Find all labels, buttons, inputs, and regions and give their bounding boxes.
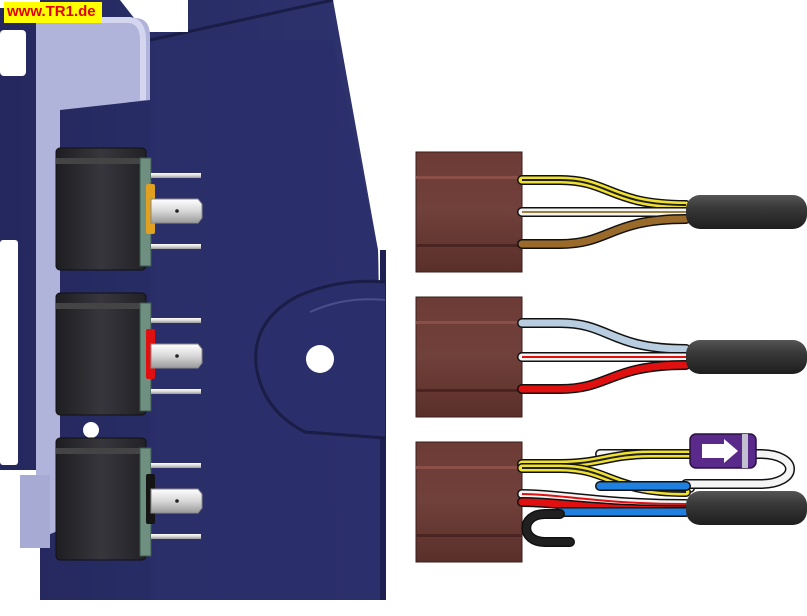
- harness-yellow-red-blue-black: [415, 433, 807, 563]
- cable-jacket: [686, 195, 807, 229]
- wire: [596, 450, 794, 488]
- relay-body: [55, 437, 147, 561]
- connector-ridge: [416, 466, 522, 469]
- mounting-rail: [20, 17, 150, 548]
- relay: [55, 437, 203, 561]
- relay-pin: [151, 173, 201, 178]
- watermark-text: www.TR1.de: [4, 2, 102, 23]
- wire: [518, 215, 690, 248]
- connector-block: [415, 441, 523, 563]
- relay: [55, 147, 203, 271]
- relay-body: [55, 147, 147, 271]
- blade-dot: [175, 209, 179, 213]
- connector-ridge: [416, 389, 522, 392]
- arrow-right-icon: [702, 439, 738, 463]
- wire: [518, 319, 690, 353]
- cable-jacket: [686, 491, 807, 525]
- blade-dot: [175, 354, 179, 358]
- relay-body: [55, 292, 147, 416]
- connector-ridge: [416, 534, 522, 537]
- bracket-ring: [254, 279, 386, 440]
- wire-stripe: [521, 493, 687, 505]
- cable-jacket: [686, 340, 807, 374]
- relay-pin: [151, 318, 201, 323]
- harness-yellow-white-brown: [415, 151, 807, 273]
- diode-icon: [689, 433, 757, 469]
- relay-pin: [151, 389, 201, 394]
- relay-column: [55, 147, 203, 561]
- harness-lightblue-white-red: [415, 296, 807, 418]
- diode-cathode-band: [742, 434, 748, 468]
- wire-stripe: [522, 179, 687, 206]
- wire: [518, 361, 690, 393]
- connector-ridge: [416, 176, 522, 179]
- relay-pin: [151, 534, 201, 539]
- connector-ridge: [416, 244, 522, 247]
- relay-edge: [56, 303, 146, 309]
- connector-ridge: [416, 321, 522, 324]
- relay-pin: [151, 463, 201, 468]
- harness-column: [415, 151, 807, 563]
- relay-pin: [151, 244, 201, 249]
- blade-dot: [175, 499, 179, 503]
- wire: [522, 510, 574, 546]
- mounting-hole: [306, 345, 334, 373]
- relay-edge: [56, 158, 146, 164]
- rivet-hole: [83, 422, 99, 438]
- connector-block: [415, 151, 523, 273]
- relay-edge: [56, 448, 146, 454]
- connector-block: [415, 296, 523, 418]
- relay: [55, 292, 203, 416]
